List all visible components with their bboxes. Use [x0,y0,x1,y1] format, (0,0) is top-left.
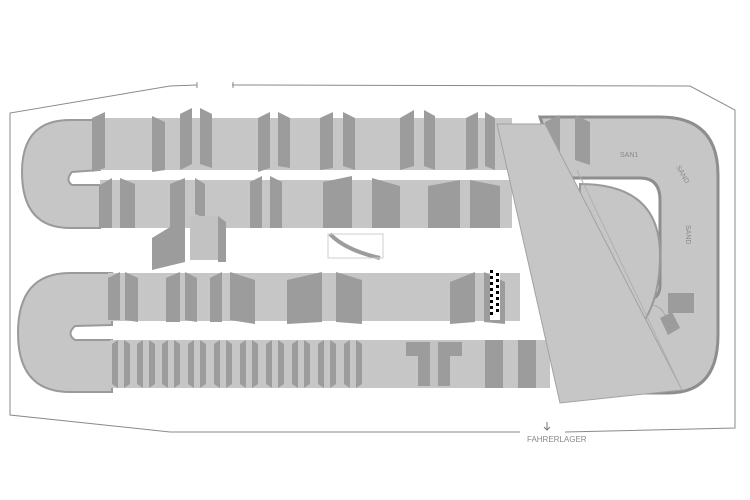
label-curve-3: SAND [684,225,691,244]
start-ramp [152,216,226,270]
start-finish-line [490,268,500,320]
left-u-turn-bottom [16,272,113,393]
curved-rail [328,232,381,260]
third-straight [108,272,520,324]
t-obstacle [406,342,462,386]
access-arrow-icon [543,422,551,431]
bottom-straight [110,340,550,388]
left-u-turn-top [20,119,101,229]
berm-ramp [660,312,680,335]
label-exit: FAHRERLAGER [527,435,587,444]
second-straight [100,176,512,228]
berm-block [668,293,694,313]
rhythm-rollers [112,340,362,388]
rail-frame [327,233,384,259]
site-boundary [9,82,736,433]
upper-straight [92,108,512,172]
label-curve-1: SAN1 [620,152,638,159]
